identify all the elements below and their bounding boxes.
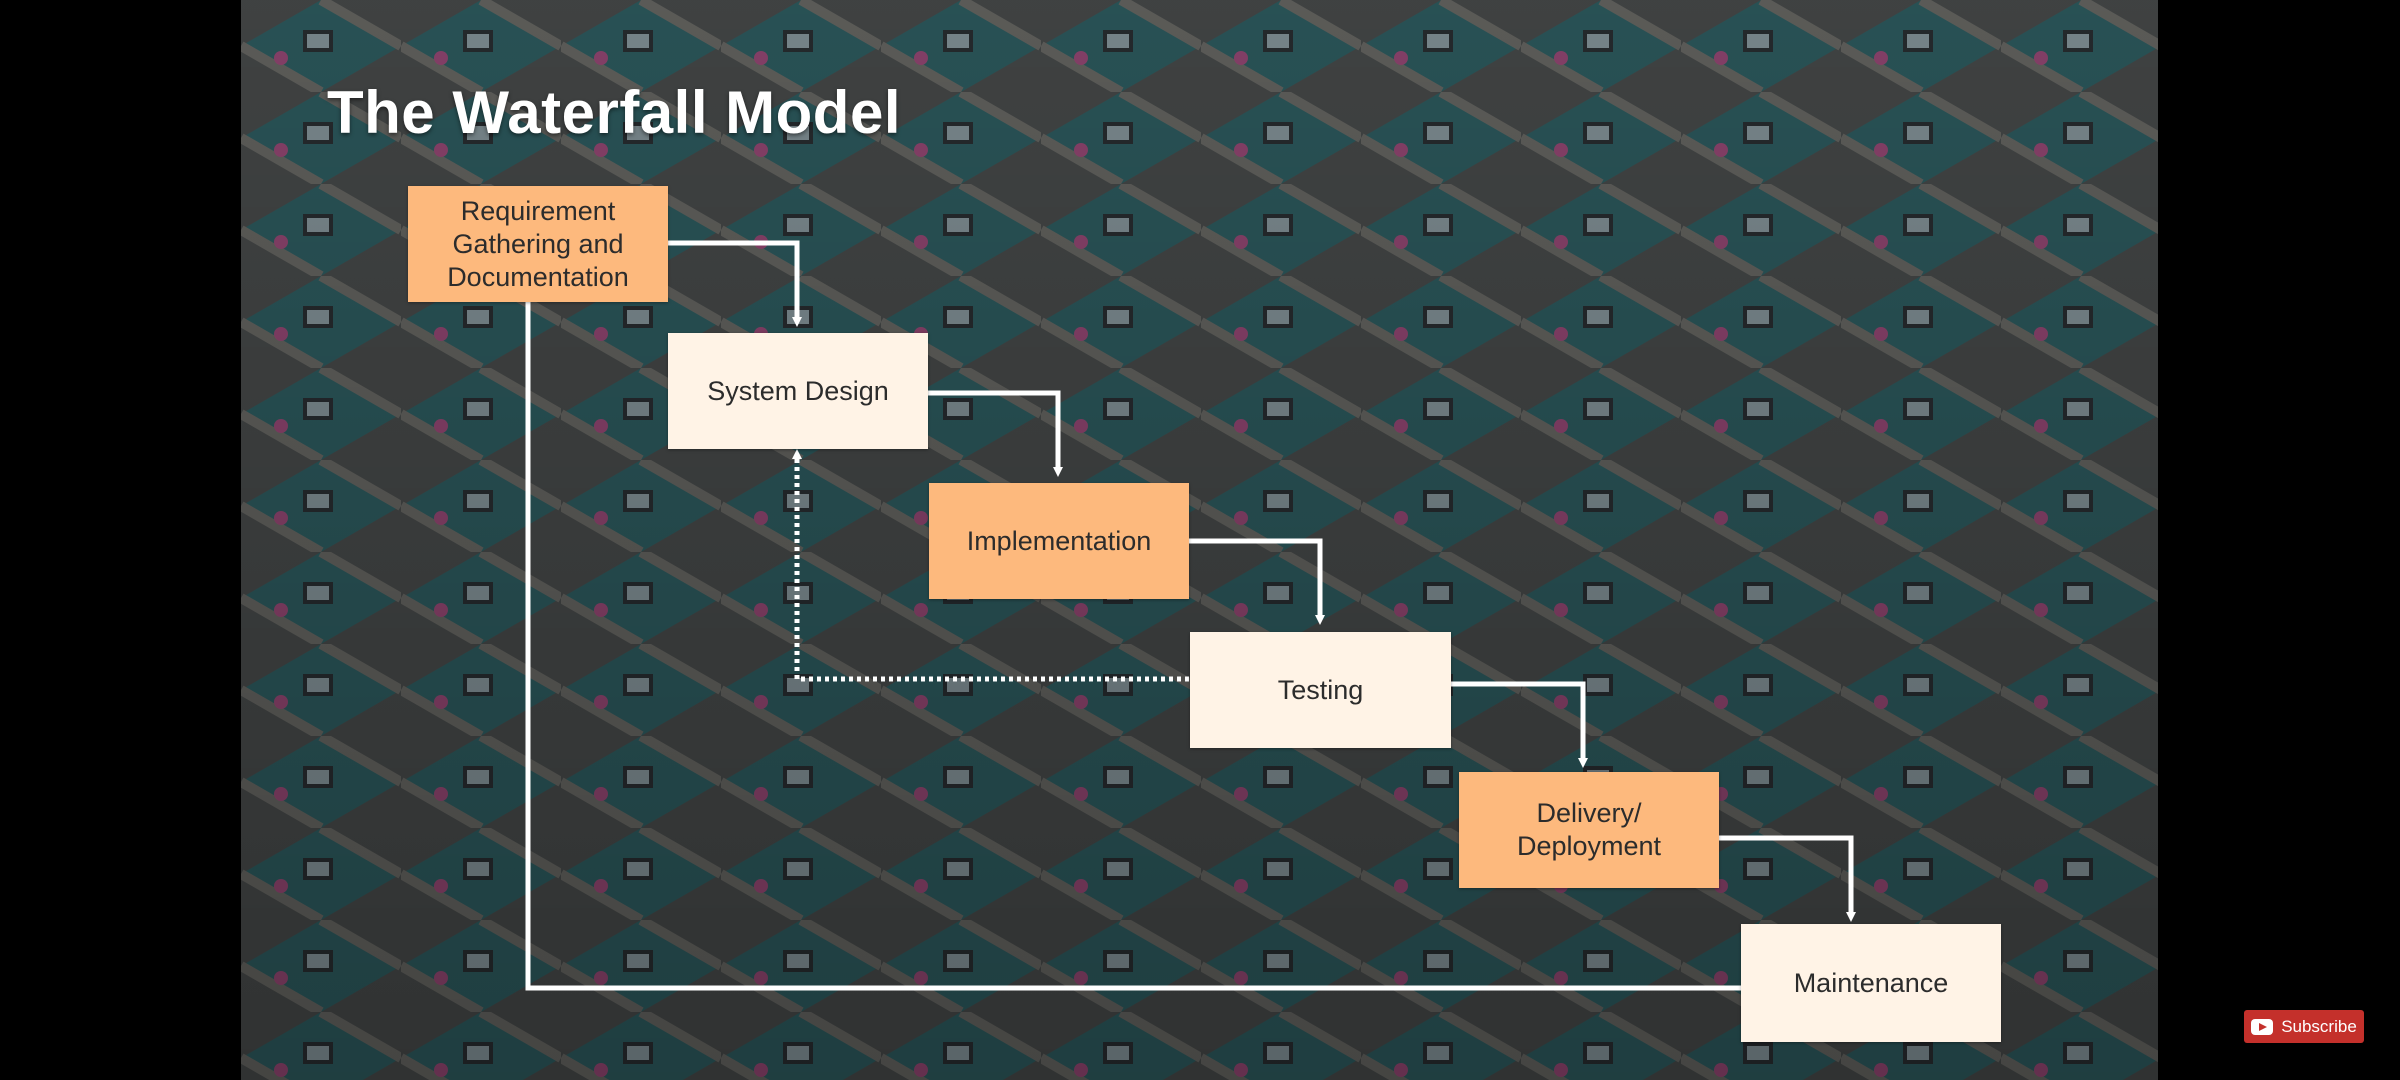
- subscribe-label: Subscribe: [2281, 1016, 2357, 1036]
- phase-maintenance: Maintenance: [1741, 924, 2001, 1042]
- phase-label: Maintenance: [1793, 967, 1949, 998]
- office-cubicles-background: [241, 0, 2158, 1080]
- phase-testing: Testing: [1190, 632, 1451, 748]
- youtube-icon: [2251, 1018, 2274, 1035]
- phase-system-design: System Design: [668, 333, 928, 449]
- phase-delivery-deployment: Delivery/ Deployment: [1459, 772, 1719, 888]
- video-frame: The Waterfall Model Requirement Gatherin…: [241, 0, 2158, 1080]
- subscribe-button[interactable]: Subscribe: [2244, 1010, 2364, 1043]
- phase-label: Testing: [1277, 674, 1364, 705]
- phase-label: Requirement Gathering and Documentation: [447, 195, 629, 292]
- phase-label: System Design: [707, 375, 889, 406]
- phase-requirement-gathering: Requirement Gathering and Documentation: [408, 186, 668, 302]
- phase-label: Delivery/ Deployment: [1516, 798, 1662, 861]
- diagram-title: The Waterfall Model: [327, 79, 901, 146]
- phase-implementation: Implementation: [929, 483, 1189, 599]
- phase-label: Implementation: [966, 525, 1152, 556]
